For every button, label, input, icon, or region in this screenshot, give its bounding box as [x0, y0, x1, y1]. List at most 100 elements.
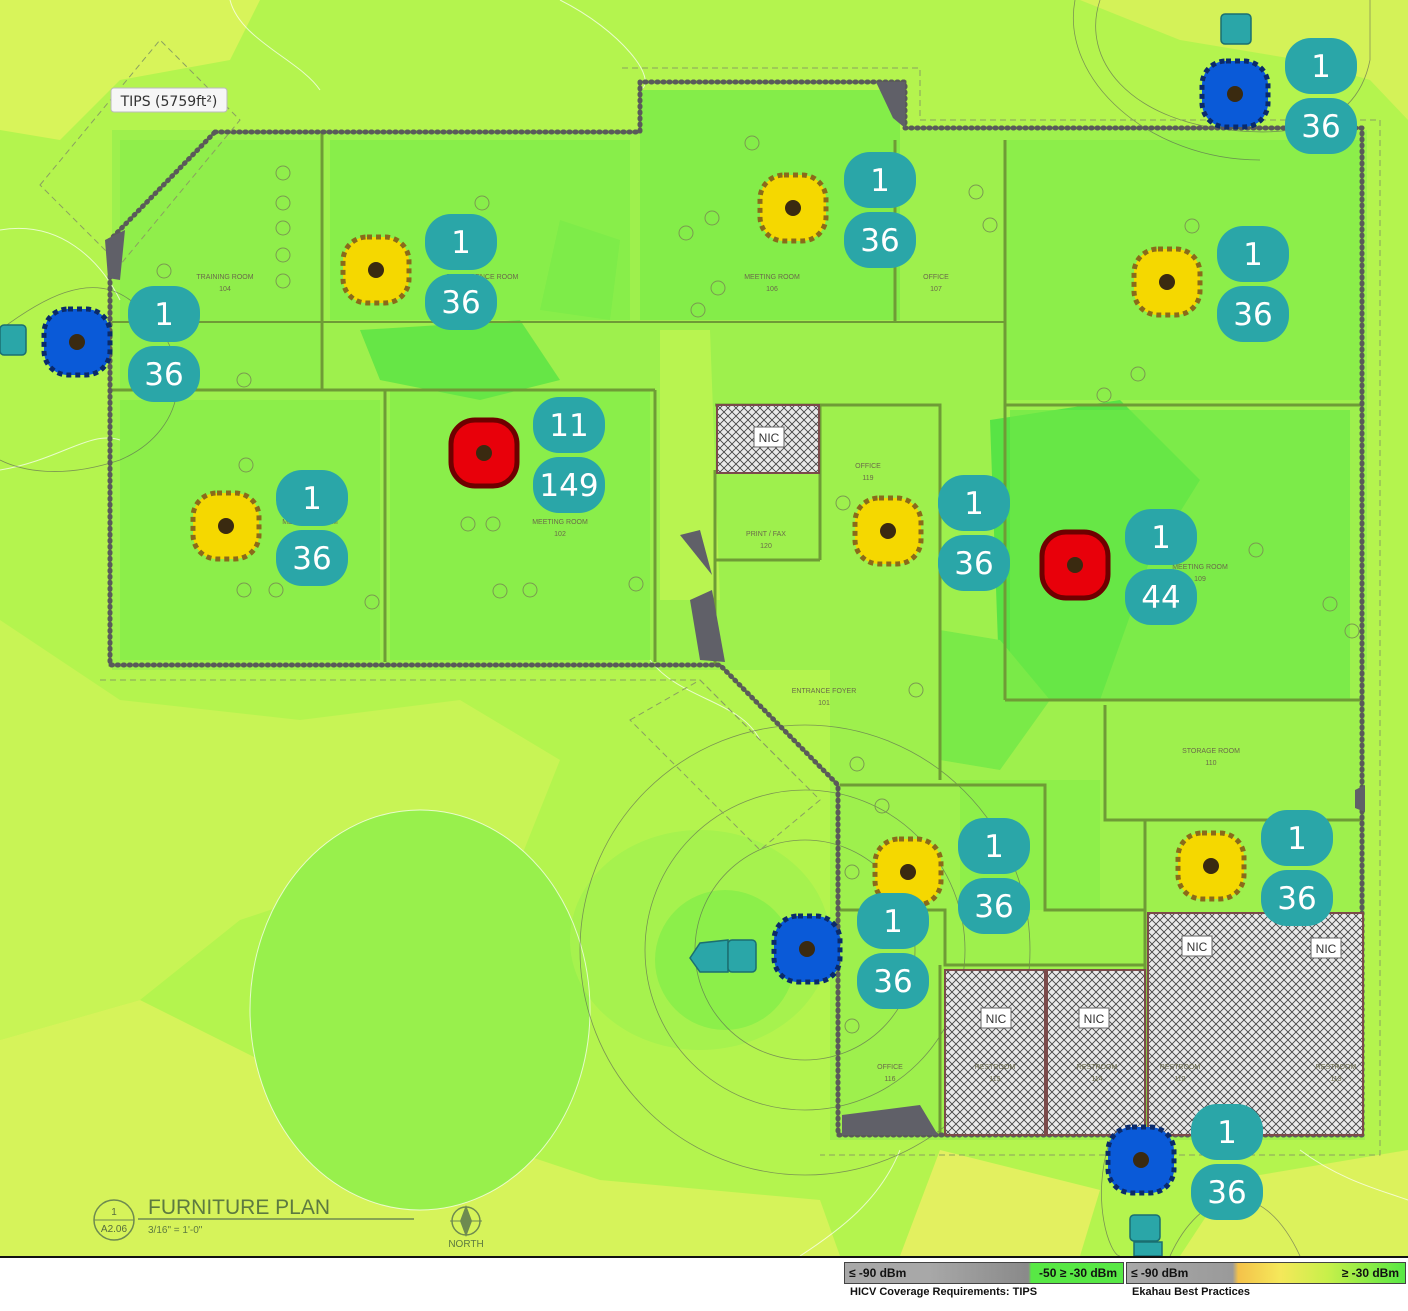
ap-bottom-pill	[533, 457, 605, 513]
ap-top-label: 1	[870, 163, 890, 199]
ap-top-pill	[1217, 226, 1289, 282]
drawing-title: FURNITURE PLAN	[148, 1196, 330, 1219]
ap-top-label: 1	[154, 297, 174, 333]
ap-bottom-pill	[425, 274, 497, 330]
room-number: 109	[1194, 576, 1206, 583]
room-name: TRAINING ROOM	[196, 274, 253, 281]
ekahau-low-label: ≤ -90 dBm	[1131, 1266, 1189, 1280]
ap-top-label: 1	[1287, 821, 1307, 857]
drawing-scale: 3/16" = 1'-0"	[148, 1225, 203, 1236]
ap-center-dot	[1159, 274, 1175, 290]
room-name: MEETING ROOM	[744, 274, 800, 281]
ap-top-label: 1	[1243, 237, 1263, 273]
ap-top-pill	[425, 214, 497, 270]
ap-bottom-label: 36	[974, 889, 1013, 925]
room-number: 101	[818, 700, 830, 707]
ap-top-label: 1	[1217, 1115, 1237, 1151]
room-number: 113	[1330, 1076, 1341, 1083]
room-name: ENTRANCE FOYER	[792, 688, 857, 695]
nic-label: NIC	[986, 1012, 1007, 1026]
ap-bottom-pill	[844, 212, 916, 268]
coverage-contours	[0, 0, 1408, 1257]
sheet-number: A2.06	[101, 1224, 128, 1235]
external-ap-markers	[0, 13, 1252, 1257]
access-point-yellow[interactable]: 136	[340, 214, 497, 330]
hicv-high-label: -50 ≥ -30 dBm	[1039, 1266, 1117, 1280]
ap-top-label: 1	[451, 225, 471, 261]
ap-center-dot	[218, 518, 234, 534]
ap-top-pill	[1285, 38, 1357, 94]
ap-bottom-label: 36	[292, 541, 331, 577]
access-point-blue[interactable]: 136	[1199, 38, 1357, 154]
ap-bottom-pill	[1125, 569, 1197, 625]
access-point-yellow[interactable]: 1 36	[757, 152, 916, 268]
furniture-markers	[156, 135, 1360, 1034]
ap-bottom-pill	[276, 530, 348, 586]
room-number: 104	[219, 286, 231, 293]
nic-label: NIC	[1187, 940, 1208, 954]
access-point-yellow[interactable]: 1 36	[190, 470, 348, 586]
ap-center-dot	[799, 941, 815, 957]
ap-center-dot	[69, 334, 85, 350]
room-number: 110	[1205, 760, 1216, 767]
nic-labels: NIC NIC NIC NIC NIC	[753, 426, 1342, 1029]
room-name: MEETING ROOM	[1172, 564, 1228, 571]
room-name: STORAGE ROOM	[1182, 748, 1240, 755]
ekahau-legend-scale: ≤ -90 dBm ≥ -30 dBm	[1126, 1262, 1406, 1284]
room-name: OFFICE	[877, 1064, 903, 1071]
room-number: 119	[862, 475, 873, 482]
ap-bottom-pill	[958, 878, 1030, 934]
room-number: 102	[554, 531, 566, 538]
room-name: RESTROOM	[975, 1064, 1016, 1071]
ap-bottom-pill	[1261, 870, 1333, 926]
access-point-blue[interactable]: 136	[771, 893, 929, 1009]
room-number: 107	[930, 286, 942, 293]
nic-label: NIC	[759, 431, 780, 445]
ap-center-dot	[880, 523, 896, 539]
room-name: OFFICE	[923, 274, 949, 281]
ap-center-dot	[368, 262, 384, 278]
ap-center-dot	[1067, 557, 1083, 573]
ap-bottom-pill	[938, 535, 1010, 591]
ap-bottom-label: 36	[1207, 1175, 1246, 1211]
hicv-legend-scale: ≤ -90 dBm -50 ≥ -30 dBm	[844, 1262, 1124, 1284]
room-name: OFFICE	[855, 463, 881, 470]
ap-top-pill	[938, 475, 1010, 531]
ap-top-label: 1	[1311, 49, 1331, 85]
access-point-yellow[interactable]: 136	[1131, 226, 1289, 342]
ap-top-pill	[1261, 810, 1333, 866]
ap-bottom-label: 36	[954, 546, 993, 582]
ap-bottom-pill	[1191, 1164, 1263, 1220]
legend-bar: ≤ -90 dBm -50 ≥ -30 dBm HICV Coverage Re…	[0, 1256, 1408, 1311]
ap-top-pill	[857, 893, 929, 949]
ap-top-label: 1	[984, 829, 1004, 865]
hicv-low-label: ≤ -90 dBm	[849, 1266, 907, 1280]
access-point-yellow[interactable]: 136	[1175, 810, 1333, 926]
access-point-blue[interactable]: 1 36	[1105, 1104, 1263, 1220]
access-point-yellow[interactable]: 1 36	[852, 475, 1010, 591]
room-number: 106	[766, 286, 778, 293]
ap-top-label: 11	[549, 408, 588, 444]
ap-bottom-pill	[128, 346, 200, 402]
access-point-blue[interactable]: 136	[41, 286, 200, 402]
hicv-caption: HICV Coverage Requirements: TIPS	[850, 1286, 1038, 1298]
ap-center-dot	[900, 864, 916, 880]
area-label: TIPS (5759ft²)	[120, 94, 218, 110]
ap-top-label: 1	[964, 486, 984, 522]
ap-top-label: 1	[883, 904, 903, 940]
ap-top-pill	[1125, 509, 1197, 565]
ap-top-label: 1	[1151, 520, 1171, 556]
access-point-red[interactable]: 144	[1039, 509, 1197, 625]
room-name: RESTROOM	[1077, 1064, 1118, 1071]
room-number: 114	[1091, 1076, 1102, 1083]
heatmap-floor-plan[interactable]: NIC NIC NIC NIC NIC TRAINING ROOM 104 CO…	[0, 0, 1408, 1257]
room-number: 120	[760, 543, 772, 550]
area-tag[interactable]: TIPS (5759ft²)	[110, 87, 228, 113]
ap-top-pill	[533, 397, 605, 453]
ap-top-pill	[1191, 1104, 1263, 1160]
ap-bottom-label: 36	[860, 223, 899, 259]
ap-top-label: 1	[302, 481, 322, 517]
ap-center-dot	[476, 445, 492, 461]
